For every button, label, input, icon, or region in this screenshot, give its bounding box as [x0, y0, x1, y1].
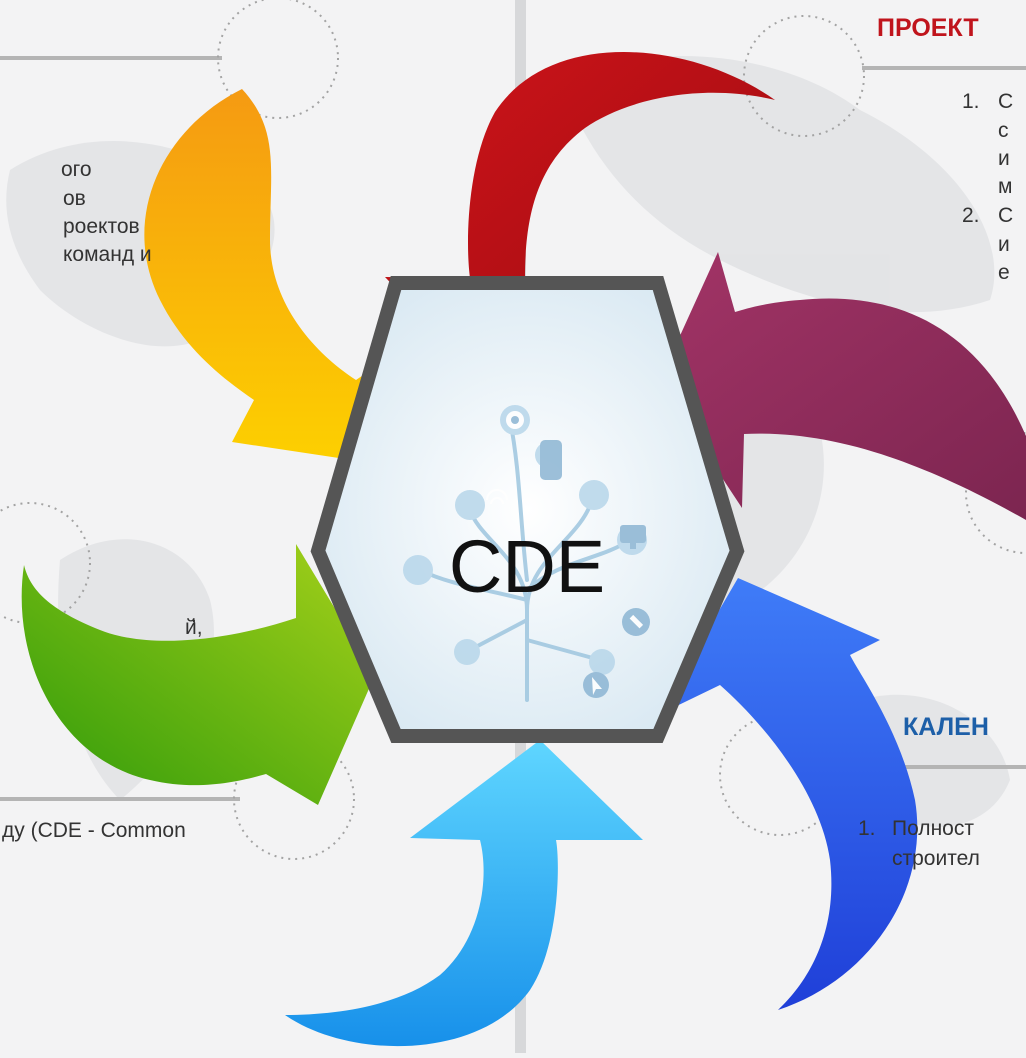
monitor-icon	[620, 525, 646, 549]
right-bottom-item-num: 1.	[858, 817, 876, 840]
right-top-item-1-line-1: С	[998, 90, 1014, 113]
cursor-icon	[583, 672, 609, 698]
left-line-2: ов	[63, 187, 86, 210]
arrow-blue	[658, 578, 918, 1010]
right-bottom-line-2: строител	[892, 847, 980, 870]
right-top-item-2-line-3: е	[998, 261, 1010, 284]
right-top-title: ПРОЕКТ	[877, 14, 979, 42]
left-line-1: ого	[61, 158, 92, 181]
dotted-circle	[0, 502, 91, 624]
left-lower-line-2: й,	[185, 616, 203, 639]
left-lower-line-1: ,	[191, 604, 197, 627]
right-top-item-1-line-4: м	[998, 175, 1013, 198]
right-top-item-1-line-3: и	[998, 147, 1010, 170]
wrench-icon	[622, 608, 650, 636]
right-top-item-2-num: 2.	[962, 204, 980, 227]
left-line-4: команд и	[63, 243, 152, 266]
right-bottom-line-1: Полност	[892, 817, 974, 840]
arrow-orange	[144, 89, 432, 463]
left-bottom-fragment: ду (CDE - Common	[2, 819, 186, 842]
arrow-green	[21, 544, 375, 805]
dotted-circle	[743, 15, 865, 137]
dotted-circle	[217, 0, 339, 119]
center-label: CDE	[449, 525, 605, 608]
arrow-purple	[659, 252, 1026, 520]
left-line-3: роектов	[63, 215, 140, 238]
wifi-icon	[486, 489, 508, 505]
phone-icon	[540, 440, 562, 480]
dotted-circle	[233, 738, 355, 860]
right-bottom-title: КАЛЕН	[903, 713, 989, 741]
right-top-item-2-line-2: и	[998, 233, 1010, 256]
technology-tree-icon	[403, 405, 650, 702]
right-top-item-2-line-1: С	[998, 204, 1014, 227]
gear-icon	[506, 411, 524, 429]
arrow-cyan	[285, 740, 643, 1047]
right-top-item-1-line-2: с	[998, 119, 1009, 142]
right-top-item-1-num: 1.	[962, 90, 980, 113]
